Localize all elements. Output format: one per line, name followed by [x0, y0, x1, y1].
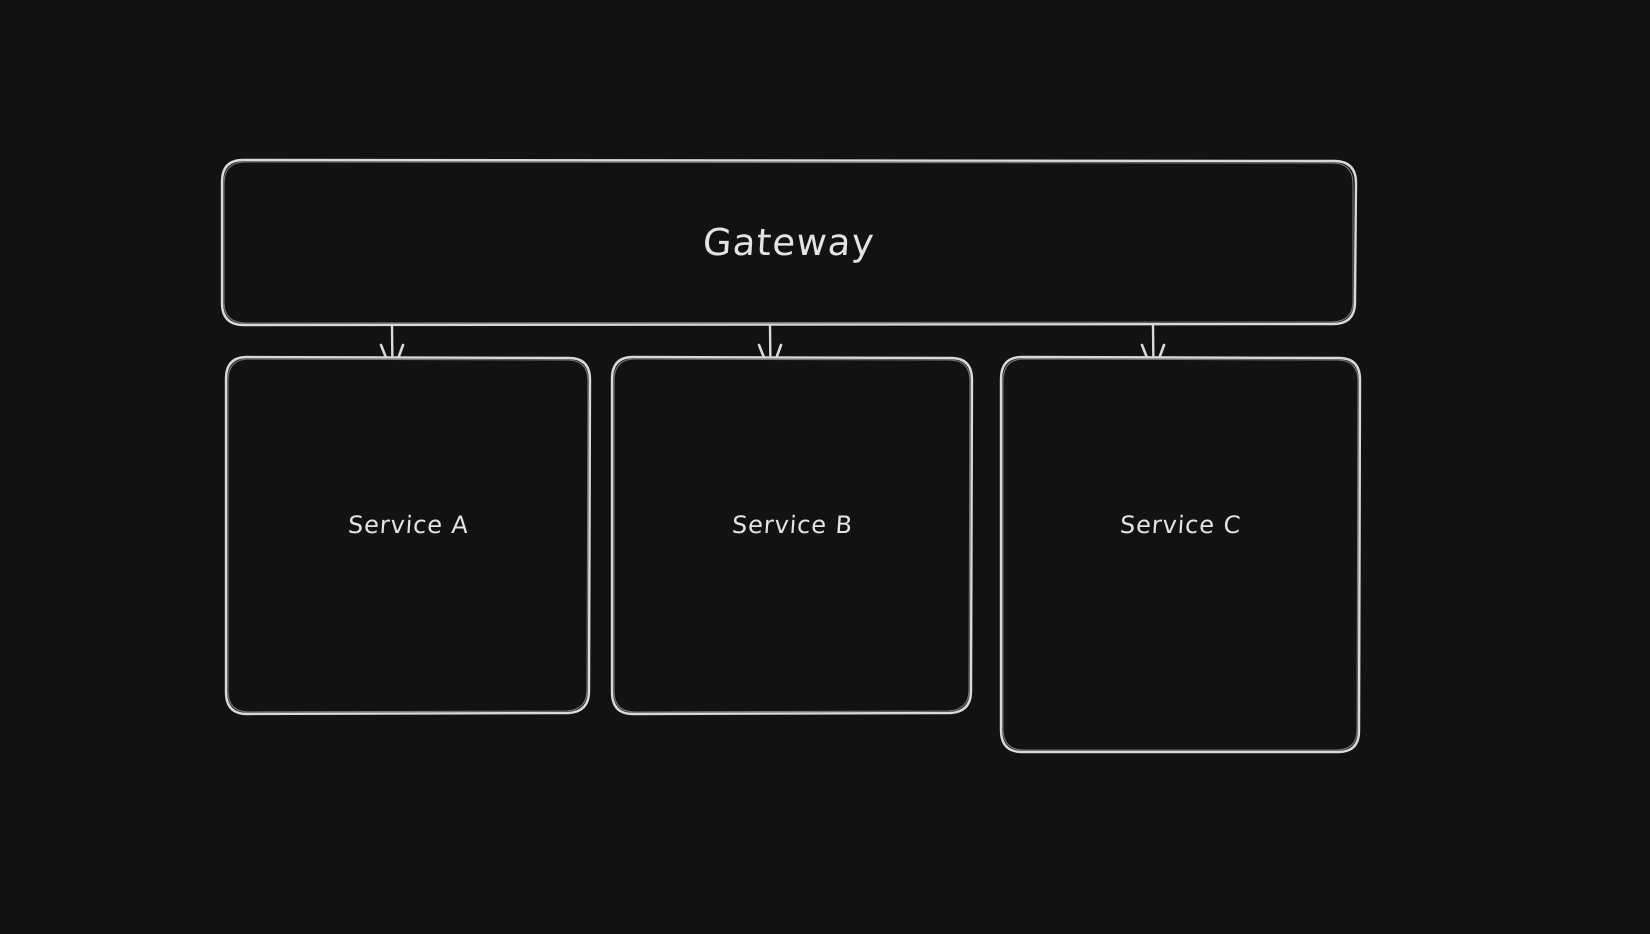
node-gateway[interactable] [220, 158, 1358, 327]
node-gateway-sketch-pass [223, 161, 1354, 324]
node-service-a-sketch-pass [227, 358, 589, 713]
node-gateway-shape [220, 158, 1358, 327]
node-service-b-sketch-pass [613, 358, 971, 713]
node-service-c[interactable] [999, 355, 1362, 754]
node-service-b[interactable] [610, 355, 974, 716]
node-service-b-shape [610, 355, 974, 716]
node-service-c-shape [999, 355, 1362, 754]
node-service-a[interactable] [224, 355, 592, 716]
node-service-c-sketch-pass [1002, 358, 1359, 751]
node-service-a-shape [224, 355, 592, 716]
